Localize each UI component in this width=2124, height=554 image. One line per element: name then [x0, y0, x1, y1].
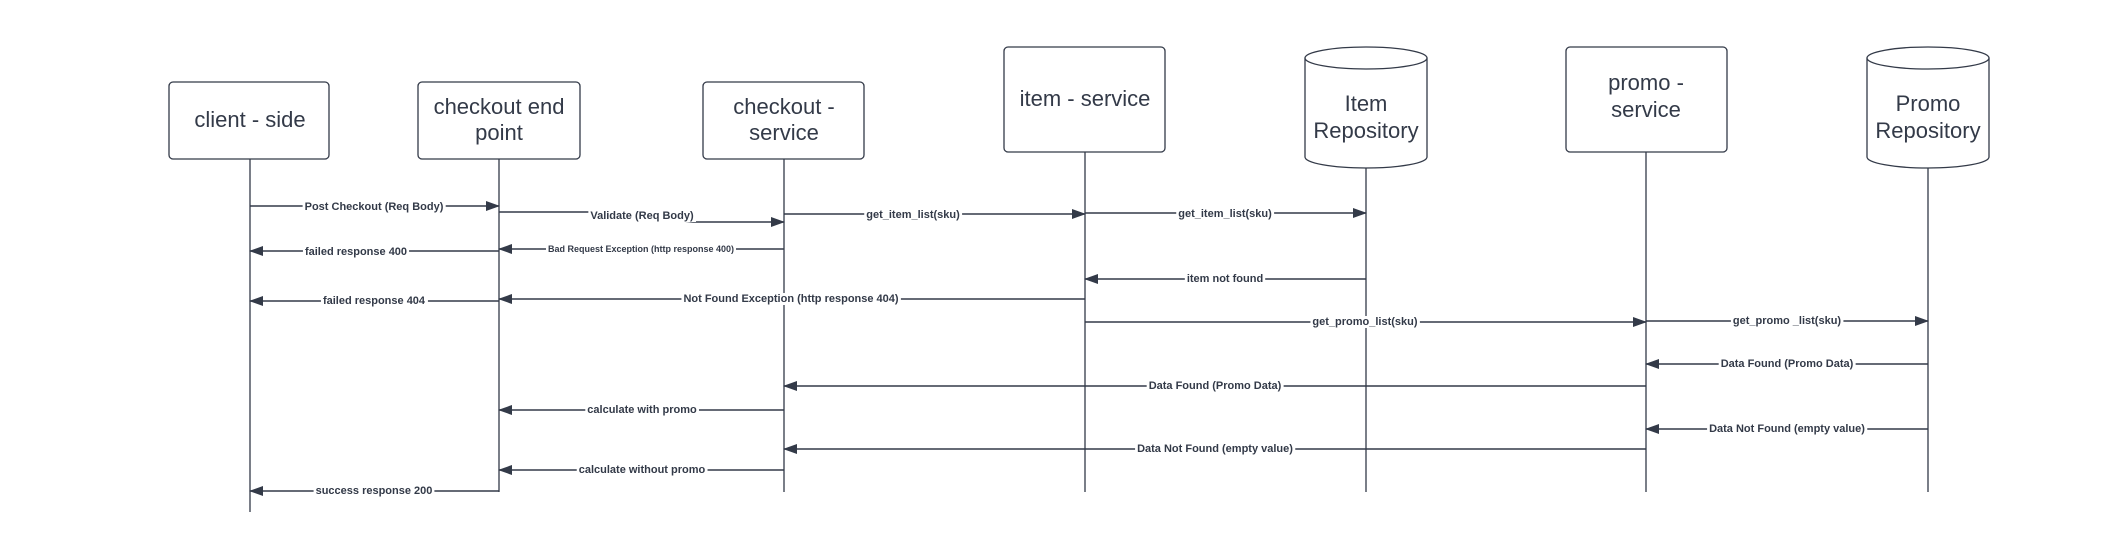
- message-label-background: [1730, 315, 1844, 327]
- database-cylinder-top: [1866, 46, 1990, 70]
- participant-checkout-svc: checkout -service: [702, 81, 865, 160]
- message-label-background: [313, 485, 435, 497]
- message-m18: success response 200: [249, 485, 499, 497]
- message-label-background: [1707, 423, 1868, 435]
- message-label-background: [302, 201, 446, 213]
- message-label-background: [864, 209, 963, 221]
- participant-label: Repository: [1313, 118, 1418, 143]
- participant-label: Repository: [1875, 118, 1980, 143]
- database-cylinder-body: [1304, 58, 1428, 169]
- message-label: get_promo _list(sku): [1733, 315, 1842, 327]
- lifelines: [249, 152, 1929, 512]
- message-label: Data Not Found (empty value): [1709, 423, 1865, 435]
- message-label: Data Found (Promo Data): [1721, 358, 1854, 370]
- message-label: Not Found Exception (http response 404): [683, 293, 898, 305]
- message-label-background: [1176, 208, 1275, 220]
- participant-box: [168, 81, 330, 160]
- participant-label: client - side: [194, 107, 305, 132]
- message-m5: Bad Request Exception (http response 400…: [498, 244, 784, 254]
- participant-label: checkout -: [733, 94, 835, 119]
- message-label: calculate without promo: [579, 464, 706, 476]
- participant-label: checkout end: [434, 94, 565, 119]
- message-m13: Data Found (Promo Data): [783, 380, 1646, 392]
- database-cylinder-top: [1304, 46, 1428, 70]
- participant-client: client - side: [168, 81, 330, 160]
- message-label-background: [1135, 443, 1296, 455]
- participant-promo-svc: promo -service: [1565, 46, 1728, 153]
- message-label: Validate (Req Body): [590, 210, 694, 222]
- message-label-background: [545, 244, 737, 254]
- database-cylinder-body: [1866, 58, 1990, 169]
- message-label: failed response 400: [305, 246, 407, 258]
- message-m17: calculate without promo: [498, 464, 784, 476]
- message-m8: Not Found Exception (http response 404): [498, 293, 1085, 305]
- message-m9: failed response 404: [249, 295, 499, 307]
- messages: Post Checkout (Req Body) Validate (Req Bo…: [249, 201, 1929, 497]
- message-m15: Data Not Found (empty value): [1645, 423, 1928, 435]
- message-label: failed response 404: [323, 295, 426, 307]
- participant-item-svc: item - service: [1003, 46, 1166, 153]
- participant-label: Item: [1345, 91, 1388, 116]
- message-label-background: [1184, 273, 1266, 285]
- message-label: Post Checkout (Req Body): [305, 201, 444, 213]
- message-m4: get_item_list(sku): [1085, 208, 1367, 220]
- participant-label: service: [1611, 97, 1681, 122]
- message-label: item not found: [1187, 273, 1263, 285]
- participant-label: service: [749, 120, 819, 145]
- message-m3: get_item_list(sku): [784, 209, 1086, 221]
- message-label-background: [320, 295, 428, 307]
- message-m14: calculate with promo: [498, 404, 784, 416]
- participant-box: [1565, 46, 1728, 153]
- participant-label: point: [475, 120, 523, 145]
- message-label: Data Found (Promo Data): [1149, 380, 1282, 392]
- participant-box: [702, 81, 865, 160]
- message-label: get_promo_list(sku): [1312, 316, 1417, 328]
- message-label-background: [1310, 316, 1420, 328]
- message-label: get_item_list(sku): [866, 209, 960, 221]
- participant-label: promo -: [1608, 70, 1684, 95]
- message-label-background: [588, 210, 696, 222]
- message-label-background: [681, 293, 901, 305]
- message-label: get_item_list(sku): [1178, 208, 1272, 220]
- participant-label: item - service: [1020, 86, 1151, 111]
- message-m7: item not found: [1084, 273, 1366, 285]
- participant-box: [417, 81, 581, 160]
- participant-label: Promo: [1896, 91, 1961, 116]
- message-label-background: [1146, 380, 1284, 392]
- message-m12: Data Found (Promo Data): [1645, 358, 1928, 370]
- message-m10: get_promo_list(sku): [1085, 316, 1647, 328]
- message-m11: get_promo _list(sku): [1646, 315, 1929, 327]
- message-m6: failed response 400: [249, 246, 499, 258]
- message-label: calculate with promo: [587, 404, 697, 416]
- message-m2: Validate (Req Body): [499, 210, 785, 227]
- message-label: Data Not Found (empty value): [1137, 443, 1293, 455]
- message-label: Bad Request Exception (http response 400…: [548, 244, 734, 254]
- message-label-background: [585, 404, 699, 416]
- message-label-background: [576, 464, 708, 476]
- message-label-background: [1718, 358, 1856, 370]
- message-m1: Post Checkout (Req Body): [250, 201, 500, 213]
- message-label: success response 200: [316, 485, 433, 497]
- message-label-background: [302, 246, 410, 258]
- message-m16: Data Not Found (empty value): [783, 443, 1646, 455]
- participant-box: [1003, 46, 1166, 153]
